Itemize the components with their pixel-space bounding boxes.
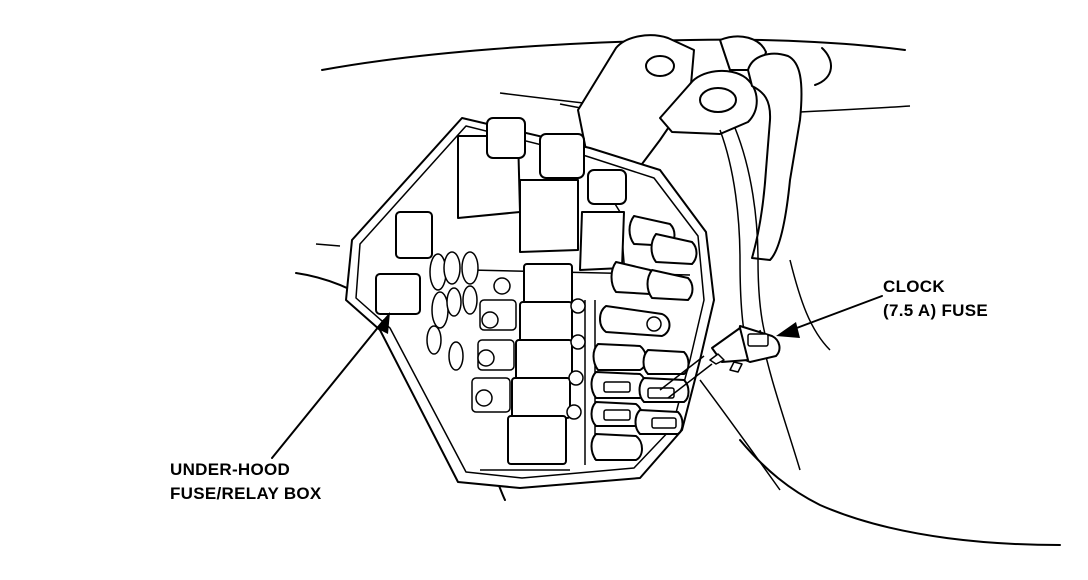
relay (395, 211, 433, 259)
mounting-bracket (577, 34, 767, 181)
relay-tab (539, 133, 585, 179)
relay (579, 211, 625, 271)
relay (519, 179, 579, 253)
callout-arrows (271, 295, 883, 459)
fuse-box-leader-line (271, 319, 385, 459)
relay-tab (587, 169, 627, 205)
fuse-box-label: UNDER-HOOD FUSE/RELAY BOX (170, 458, 322, 506)
clock-fuse-removed (659, 325, 781, 399)
fuse-box-label-line2: FUSE/RELAY BOX (170, 484, 322, 503)
relay (375, 273, 421, 315)
coolant-hose (719, 52, 831, 351)
left-sockets (426, 251, 479, 371)
fuse-box-arrowhead (376, 312, 390, 334)
right-fuse-slots (590, 215, 698, 461)
relay-tab (486, 117, 526, 159)
center-fuse-column (471, 263, 586, 471)
clock-fuse-label-line2: (7.5 A) FUSE (883, 301, 988, 320)
relay-row (375, 117, 627, 315)
clock-fuse-label: CLOCK (7.5 A) FUSE (883, 275, 988, 323)
clock-fuse-leader-line (785, 295, 883, 333)
clock-fuse-arrowhead (776, 322, 800, 338)
clock-fuse-label-line1: CLOCK (883, 277, 945, 296)
fuse-box-label-line1: UNDER-HOOD (170, 460, 291, 479)
